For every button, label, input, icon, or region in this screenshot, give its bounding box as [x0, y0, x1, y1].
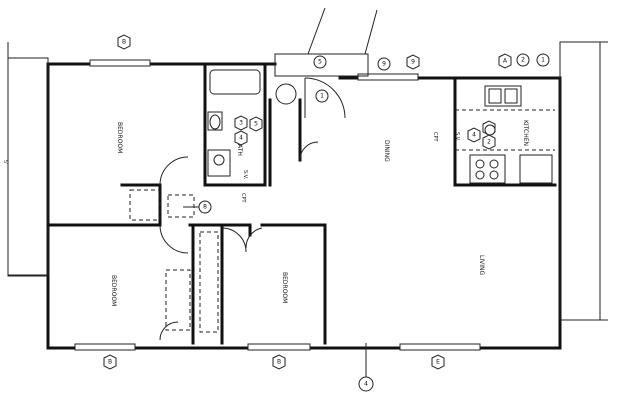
hex-tag-3: 3 — [234, 115, 248, 131]
circle-tag-9: 9 — [377, 57, 391, 71]
hex-tag-a: A — [498, 53, 512, 69]
svg-text:E: E — [436, 359, 440, 366]
svg-text:1: 1 — [541, 57, 545, 64]
door-swings — [159, 77, 346, 341]
hex-tag-4-bath: 4 — [234, 130, 248, 146]
room-label-kitchen: KITCHEN — [522, 120, 529, 146]
hex-tag-b-top: B — [117, 34, 131, 50]
label-sv-bath: S.V. — [242, 170, 248, 180]
left-edge-mark: 5' — [2, 160, 8, 165]
svg-text:5: 5 — [254, 121, 258, 128]
svg-text:B: B — [108, 359, 112, 366]
label-sv-kitchen: S.V. — [454, 132, 460, 142]
svg-text:A: A — [503, 58, 508, 65]
hex-tag-9: 9 — [406, 54, 420, 70]
bath-fixtures — [207, 69, 261, 177]
room-label-bedroom-2: BEDROOM — [110, 275, 117, 306]
circle-tag-5: 5 — [313, 55, 327, 69]
room-label-bedroom-1: BEDROOM — [116, 122, 123, 153]
svg-text:4: 4 — [472, 132, 476, 139]
svg-text:9: 9 — [382, 61, 386, 68]
room-label-living: LIVING — [478, 255, 485, 275]
circle-tag-1: 1 — [315, 89, 329, 103]
svg-text:4: 4 — [239, 135, 243, 142]
svg-text:2: 2 — [487, 139, 491, 146]
svg-text:B: B — [122, 39, 126, 46]
room-label-bedroom-3: BEDROOM — [281, 272, 288, 303]
svg-text:9: 9 — [411, 59, 415, 66]
svg-text:2: 2 — [521, 57, 525, 64]
hex-tag-2-kitchen: 2 — [482, 134, 496, 150]
hex-tag-e: E — [431, 354, 445, 370]
windows — [74, 59, 481, 351]
label-cpt-bath: CPT — [240, 193, 246, 204]
circle-tag-1b: 1 — [536, 53, 550, 67]
hex-tag-5a: 5 — [249, 116, 263, 132]
circle-tag-8: 8 — [183, 200, 212, 214]
interior-walls — [46, 62, 557, 345]
circle-tag-1c — [484, 124, 496, 136]
svg-text:4: 4 — [364, 381, 368, 388]
closets — [129, 189, 219, 333]
kitchen-fixtures — [455, 85, 555, 184]
room-label-bath: BATH — [236, 140, 243, 156]
circle-tag-2: 2 — [516, 53, 530, 67]
svg-text:B: B — [277, 359, 281, 366]
svg-text:3: 3 — [239, 120, 243, 127]
label-cpt-kitchen: CPT — [432, 132, 438, 143]
room-label-dining: DINING — [383, 140, 390, 162]
circle-tag-4: 4 — [358, 343, 374, 392]
hex-tag-b-bottom-2: B — [272, 354, 286, 370]
neighbor-zones — [7, 41, 601, 321]
exterior-walls — [7, 41, 608, 350]
hex-tag-b-bottom-1: B — [103, 354, 117, 370]
svg-text:1: 1 — [320, 93, 324, 100]
svg-text:8: 8 — [203, 204, 207, 211]
entry-canopy — [274, 7, 378, 77]
hex-tag-4-kitchen: 4 — [467, 127, 481, 143]
svg-text:5: 5 — [318, 59, 322, 66]
